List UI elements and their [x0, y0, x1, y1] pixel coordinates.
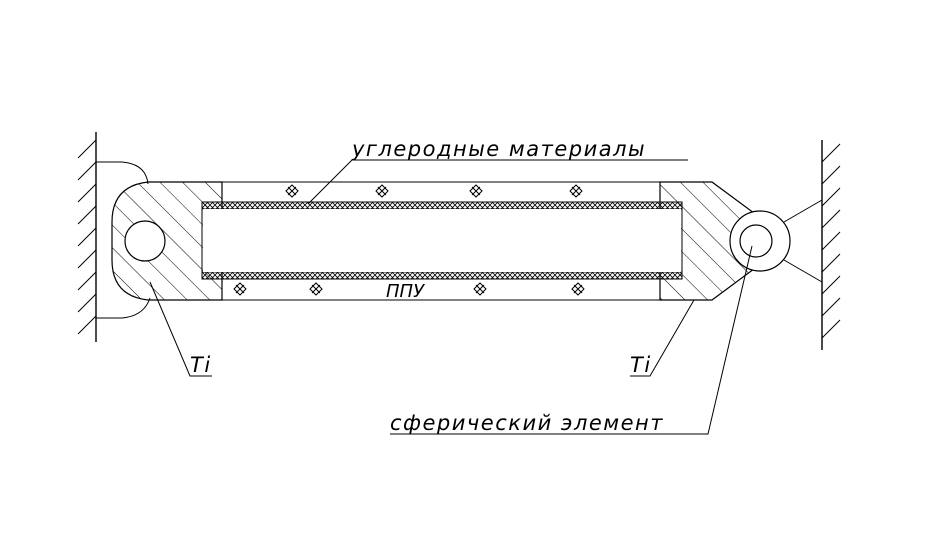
body-tube — [201, 181, 683, 301]
leader-lines — [149, 159, 753, 435]
carbon-layer-top — [201, 201, 683, 210]
ppu-foam-markers — [233, 184, 585, 296]
label-spherical-element: сферический элемент — [390, 411, 664, 435]
carbon-layer-bottom — [201, 271, 683, 280]
right-bracket — [783, 199, 823, 283]
label-ti-left: Ti — [190, 353, 212, 377]
label-ti-right: Ti — [630, 353, 652, 377]
left-bracket — [96, 161, 151, 319]
leader-carbon — [307, 159, 688, 205]
label-carbon-materials: углеродные материалы — [351, 137, 646, 161]
left-wall — [77, 132, 97, 342]
leader-sphere — [390, 245, 753, 435]
spherical-element — [729, 210, 791, 272]
leader-ti-right — [630, 299, 695, 377]
right-wall — [821, 140, 841, 350]
label-ppu: ППУ — [386, 281, 425, 302]
leader-ti-left — [149, 281, 212, 377]
left-ti-end — [111, 181, 223, 301]
